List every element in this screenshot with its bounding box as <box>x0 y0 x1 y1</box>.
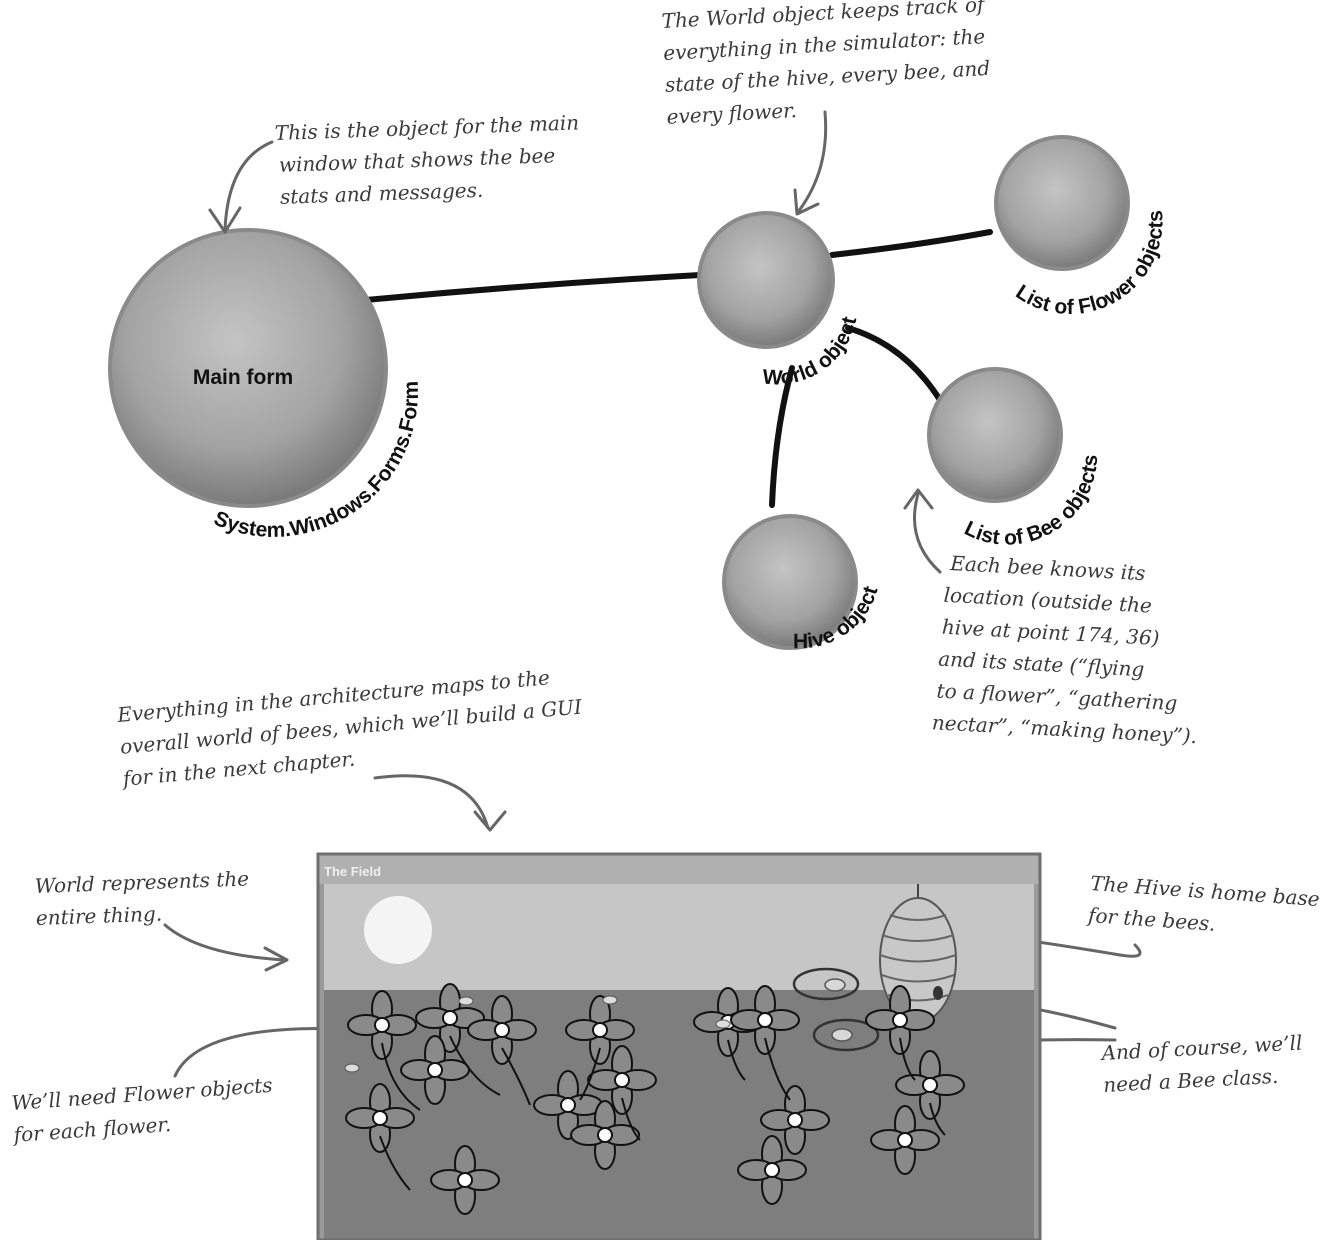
arrow-bee-list <box>903 488 942 574</box>
hive-sphere <box>722 514 858 650</box>
flower <box>415 983 485 1053</box>
bees-sphere <box>927 367 1063 503</box>
flower <box>865 985 935 1055</box>
flower <box>345 1083 415 1153</box>
flower <box>347 990 417 1060</box>
arrow-architecture <box>373 774 507 832</box>
flower <box>737 1135 807 1205</box>
flower <box>570 1100 640 1170</box>
bee-2 <box>812 1018 880 1052</box>
svg-text:stats and messages.: stats and messages. <box>280 178 484 209</box>
svg-text:hive at point 174, 36): hive at point 174, 36) <box>941 615 1160 650</box>
field-window: The Field <box>316 852 1042 1240</box>
flower <box>895 1050 965 1120</box>
svg-text:This is the object for the mai: This is the object for the main <box>274 110 579 145</box>
flower <box>565 995 635 1065</box>
link-world-hive <box>769 365 795 508</box>
note-world-entire: World represents the entire thing. <box>34 867 249 930</box>
link-world-bees <box>845 325 943 403</box>
svg-text:every flower.: every flower. <box>666 98 797 129</box>
main-form-sphere <box>108 228 388 508</box>
link-world-flowers <box>829 229 993 258</box>
link-form-world <box>342 272 703 305</box>
note-bee-class: And of course, we’ll need a Bee class. <box>1099 1031 1303 1097</box>
flower <box>430 1145 500 1215</box>
svg-text:nectar”, “making honey”).: nectar”, “making honey”). <box>931 710 1197 748</box>
note-main-form: This is the object for the main window t… <box>274 110 579 209</box>
flower <box>467 995 537 1065</box>
flower <box>400 1035 470 1105</box>
note-hive-home: The Hive is home base for the bees. <box>1085 871 1320 936</box>
flower <box>587 1045 657 1115</box>
svg-text:to a flower”, “gathering: to a flower”, “gathering <box>936 678 1178 715</box>
window-title: The Field <box>324 864 381 879</box>
arrow-world <box>793 110 828 216</box>
flower <box>870 1105 940 1175</box>
world-sphere <box>697 211 835 349</box>
svg-text:Each bee knows its: Each bee knows its <box>949 551 1146 585</box>
svg-text:World represents the: World represents the <box>34 867 249 898</box>
flower-stems <box>379 1035 946 1191</box>
note-bee-state: Each bee knows its location (outside the… <box>931 551 1197 748</box>
flower <box>730 985 800 1055</box>
svg-text:and its state (“flying: and its state (“flying <box>938 647 1145 682</box>
sun <box>364 896 432 964</box>
svg-text:location (outside the: location (outside the <box>943 583 1152 618</box>
svg-text:for each flower.: for each flower. <box>11 1112 172 1147</box>
arrow-main-form <box>208 140 274 234</box>
svg-text:for the bees.: for the bees. <box>1085 903 1216 936</box>
main-form-title: Main form <box>193 366 293 389</box>
bee-1 <box>792 967 860 1001</box>
window-titlebar[interactable] <box>318 854 1040 884</box>
svg-text:window that shows the bee: window that shows the bee <box>278 143 555 177</box>
note-flower-class: We’ll need Flower objects for each flowe… <box>11 1073 274 1147</box>
flowers <box>345 983 965 1215</box>
arrow-world-entire <box>163 923 289 972</box>
note-architecture: Everything in the architecture maps to t… <box>115 665 584 791</box>
svg-text:And of course, we’ll: And of course, we’ll <box>1099 1031 1303 1066</box>
svg-text:need a Bee class.: need a Bee class. <box>1103 1064 1279 1097</box>
field-bees <box>344 995 731 1073</box>
svg-text:We’ll need Flower objects: We’ll need Flower objects <box>11 1073 274 1115</box>
note-world: The World object keeps track of everythi… <box>661 0 991 129</box>
flower <box>760 1085 830 1155</box>
svg-text:entire thing.: entire thing. <box>35 902 162 930</box>
flowers-sphere <box>994 135 1130 271</box>
